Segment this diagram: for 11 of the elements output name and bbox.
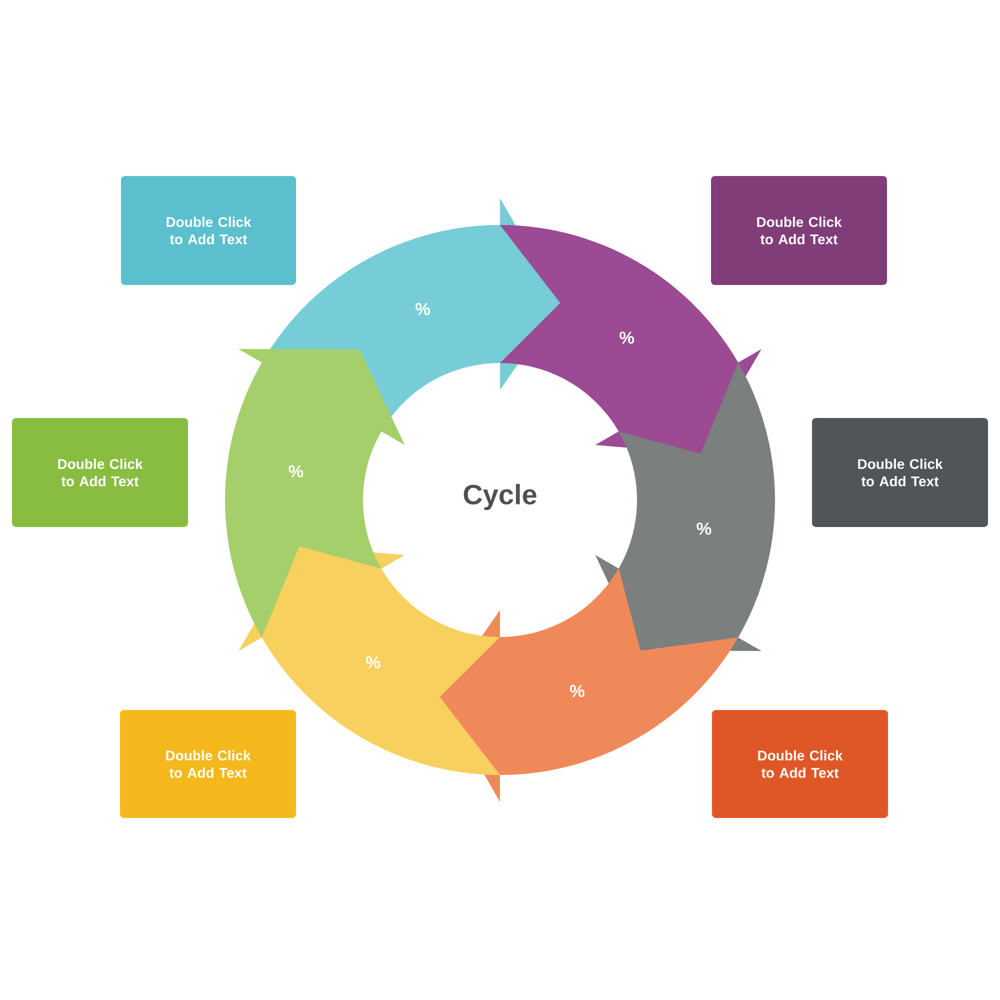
arrow-segment: %	[440, 568, 738, 802]
text-box: Double Click to Add Text	[712, 710, 888, 818]
text-box: Double Click to Add Text	[12, 418, 188, 527]
text-box: Double Click to Add Text	[812, 418, 988, 527]
center-title: Cycle	[464, 484, 536, 510]
arrow-segment: %	[595, 362, 775, 651]
text-box: Double Click to Add Text	[121, 176, 296, 285]
text-box: Double Click to Add Text	[120, 710, 296, 818]
arrow-segment: %	[262, 198, 560, 432]
arrow-segment: %	[225, 349, 405, 638]
text-box: Double Click to Add Text	[711, 176, 887, 285]
